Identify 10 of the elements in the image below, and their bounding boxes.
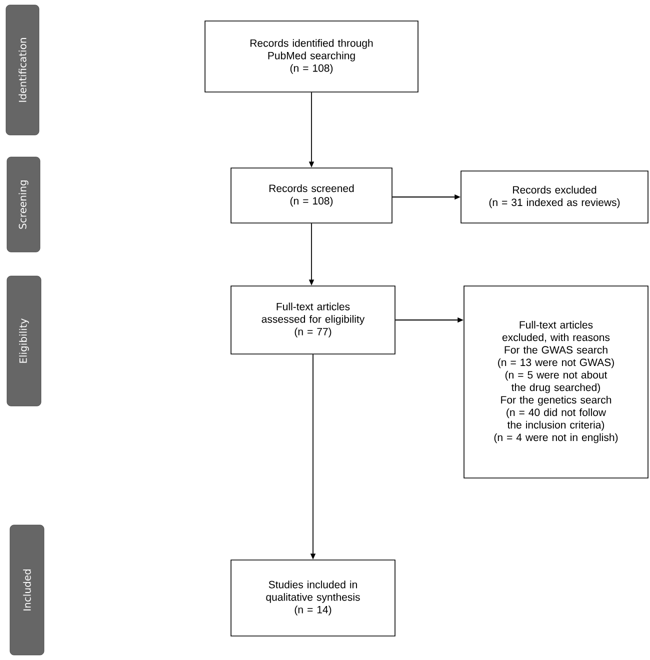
phase-band: Included (10, 524, 44, 656)
process-box: Full-text articles assessed for eligibility (n = 77) (230, 286, 396, 354)
process-box: Full-text articles excluded, with reasons For the GWAS search (n = 13 were not GWAS) (n = 5 were not about the drug searched) For the genetics search (n = 40 did not follow the inclusion criteria) (n = 4 were not in english) (464, 286, 648, 478)
process-box: Studies included in qualitative synthesis (n = 14) (230, 560, 396, 636)
process-box: Records screened (n = 108) (230, 168, 392, 224)
process-box: Records excluded (n = 31 indexed as reviews) (460, 170, 648, 224)
phase-band: Screening (6, 156, 40, 252)
phase-band: Identification (6, 4, 40, 136)
phase-band: Eligibility (6, 276, 42, 406)
process-box: Records identified through PubMed searching (n = 108) (204, 20, 418, 92)
